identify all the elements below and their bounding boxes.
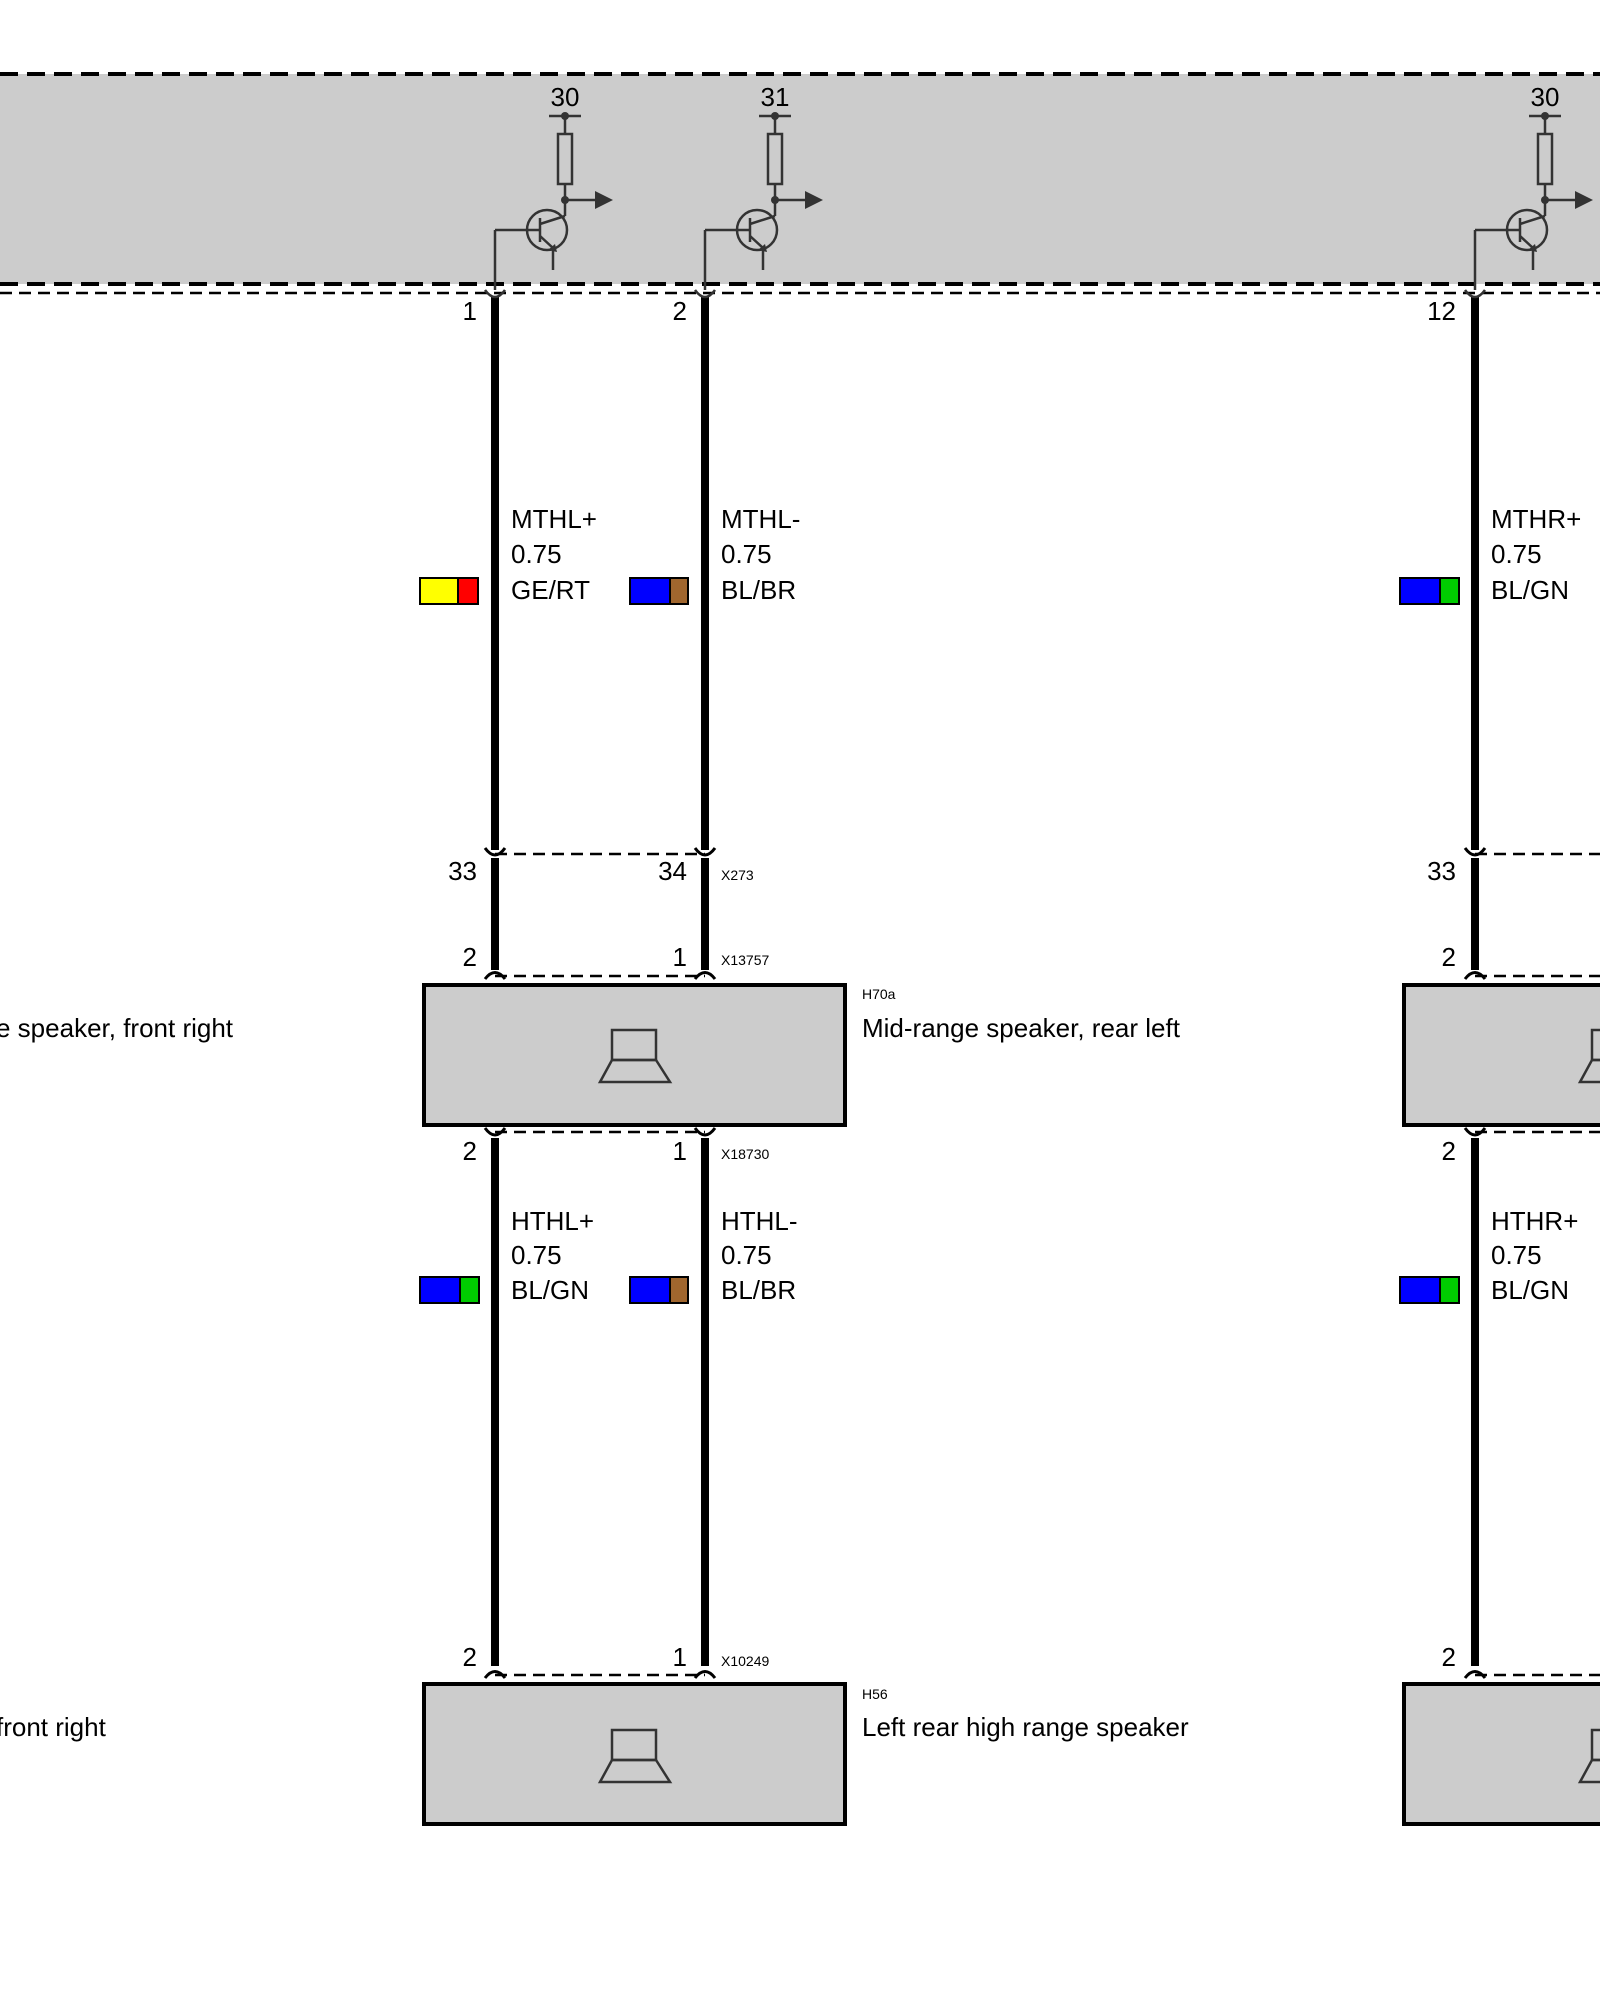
wire-color-code: BL/BR <box>721 1275 796 1305</box>
speaker-partial-right-high <box>1402 1682 1600 1826</box>
pin-label: 2 <box>1442 942 1456 972</box>
wire-color-code: BL/GN <box>1491 575 1569 605</box>
wire-label-mthr-plus: MTHR+ 0.75 BL/GN <box>1399 504 1581 605</box>
pin-label: 1 <box>673 942 687 972</box>
speaker-box <box>422 1682 847 1826</box>
color-swatch <box>419 1276 461 1304</box>
wire-label-hthl-plus: HTHL+ 0.75 BL/GN <box>419 1206 594 1305</box>
connector-x10249: 2 1 2 X10249 <box>463 1642 1600 1679</box>
component-name-partial: e speaker, front right <box>0 1013 234 1043</box>
speaker-box <box>1402 983 1600 1127</box>
color-swatch <box>1439 577 1460 605</box>
color-swatch <box>669 577 689 605</box>
pin-label: 33 <box>448 856 477 886</box>
output-stage-1: 30 <box>493 82 613 290</box>
pin-label: 1 <box>673 1642 687 1672</box>
connector-x273: 33 34 33 X273 <box>448 847 1600 886</box>
pin-label: 1 <box>673 1136 687 1166</box>
speaker-icon <box>597 1728 673 1784</box>
wire-signal: MTHR+ <box>1491 504 1581 534</box>
component-name: Mid-range speaker, rear left <box>862 1013 1181 1043</box>
speaker-box <box>422 983 847 1127</box>
pin-label: 2 <box>463 1136 477 1166</box>
wire-gauge: 0.75 <box>511 539 562 569</box>
control-unit: 30 31 <box>0 72 1600 326</box>
wire-signal: HTHL- <box>721 1206 798 1236</box>
wire-label-hthl-minus: HTHL- 0.75 BL/BR <box>629 1206 798 1305</box>
pin-label: 2 <box>463 942 477 972</box>
connector-x13757: 2 1 2 X13757 <box>463 942 1600 980</box>
upper-wires <box>483 289 1487 850</box>
wire-label-mthl-plus: MTHL+ 0.75 GE/RT <box>419 504 597 605</box>
wire-color-code: GE/RT <box>511 575 590 605</box>
pin-label: 33 <box>1427 856 1456 886</box>
speaker-icon <box>597 1028 673 1084</box>
wire-label-mthl-minus: MTHL- 0.75 BL/BR <box>629 504 800 605</box>
wire-color-code: BL/BR <box>721 575 796 605</box>
wire-gauge: 0.75 <box>721 539 772 569</box>
output-stage-2: 31 <box>703 82 823 290</box>
speaker-partial-right-mid <box>1402 983 1600 1127</box>
color-swatch <box>419 577 459 605</box>
speaker-box <box>1402 1682 1600 1826</box>
wire-signal: HTHL+ <box>511 1206 594 1236</box>
speaker-h70a: H70a Mid-range speaker, rear left <box>422 983 1181 1127</box>
pin-label: 2 <box>1442 1136 1456 1166</box>
output-arrow <box>595 191 613 209</box>
connector-id: X18730 <box>721 1146 769 1162</box>
pin-label: 2 <box>463 1642 477 1672</box>
wire-gauge: 0.75 <box>511 1240 562 1270</box>
pin-label: 1 <box>463 296 477 326</box>
pin-label: 2 <box>673 296 687 326</box>
connector-id: X10249 <box>721 1653 769 1669</box>
pin-label: 12 <box>1427 296 1456 326</box>
wire-signal: MTHL+ <box>511 504 597 534</box>
color-swatch <box>1439 1276 1460 1304</box>
color-swatch <box>459 1276 480 1304</box>
wire-gauge: 0.75 <box>1491 539 1542 569</box>
component-id: H70a <box>862 986 896 1002</box>
wire-label-hthr-plus: HTHR+ 0.75 BL/GN <box>1399 1206 1578 1305</box>
pin-label: 2 <box>1442 1642 1456 1672</box>
color-swatch <box>1399 577 1441 605</box>
component-name-partial: front right <box>0 1712 107 1742</box>
supply-label: 31 <box>761 82 790 112</box>
color-swatch <box>669 1276 689 1304</box>
output-stage-3: 30 <box>1473 82 1593 290</box>
supply-label: 30 <box>551 82 580 112</box>
connector-id: X13757 <box>721 952 769 968</box>
color-swatch <box>629 1276 671 1304</box>
wire-gauge: 0.75 <box>1491 1240 1542 1270</box>
wire-color-code: BL/GN <box>1491 1275 1569 1305</box>
color-swatch <box>457 577 479 605</box>
speaker-icon <box>1577 1028 1600 1084</box>
supply-label: 30 <box>1531 82 1560 112</box>
wire-signal: MTHL- <box>721 504 800 534</box>
color-swatch <box>629 577 671 605</box>
component-id: H56 <box>862 1686 888 1702</box>
speaker-h56: H56 Left rear high range speaker <box>422 1682 1189 1826</box>
output-arrow <box>805 191 823 209</box>
wire-color-code: BL/GN <box>511 1275 589 1305</box>
speaker-icon <box>1577 1728 1600 1784</box>
wire-gauge: 0.75 <box>721 1240 772 1270</box>
color-swatch <box>1399 1276 1441 1304</box>
connector-x18730: 2 1 2 X18730 <box>463 1127 1600 1166</box>
pin-label: 34 <box>658 856 687 886</box>
wire-signal: HTHR+ <box>1491 1206 1578 1236</box>
component-name: Left rear high range speaker <box>862 1712 1189 1742</box>
control-unit-body <box>0 74 1600 284</box>
connector-id: X273 <box>721 867 754 883</box>
lower-wires <box>491 1138 1479 1666</box>
output-arrow <box>1575 191 1593 209</box>
